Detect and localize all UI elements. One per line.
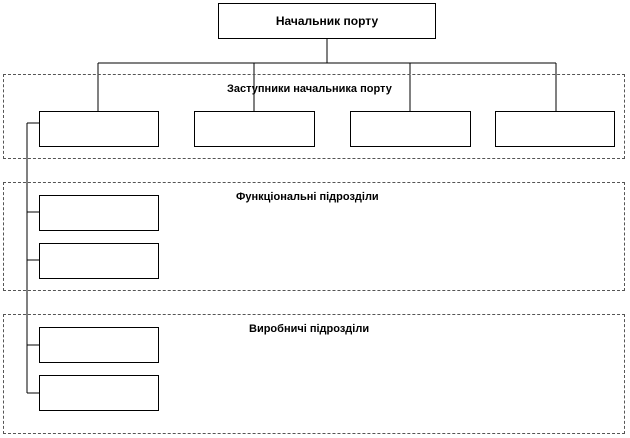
head-label: Начальник порту [275,14,379,28]
functional-group-label: Функціональні підрозділи [236,191,379,203]
production-group-label: Виробничі підрозділи [249,323,370,335]
head-box: Начальник порту [218,3,436,39]
production-box-1 [39,327,159,363]
deputy-box-4 [495,111,615,147]
functional-box-2 [39,243,159,279]
deputy-box-3 [350,111,471,147]
functional-box-1 [39,195,159,231]
deputies-group [3,74,625,159]
deputy-box-1 [39,111,159,147]
deputy-box-2 [194,111,315,147]
production-group [3,314,625,434]
deputies-group-label: Заступники начальника порту [227,83,392,95]
production-box-2 [39,375,159,411]
functional-group [3,182,625,291]
